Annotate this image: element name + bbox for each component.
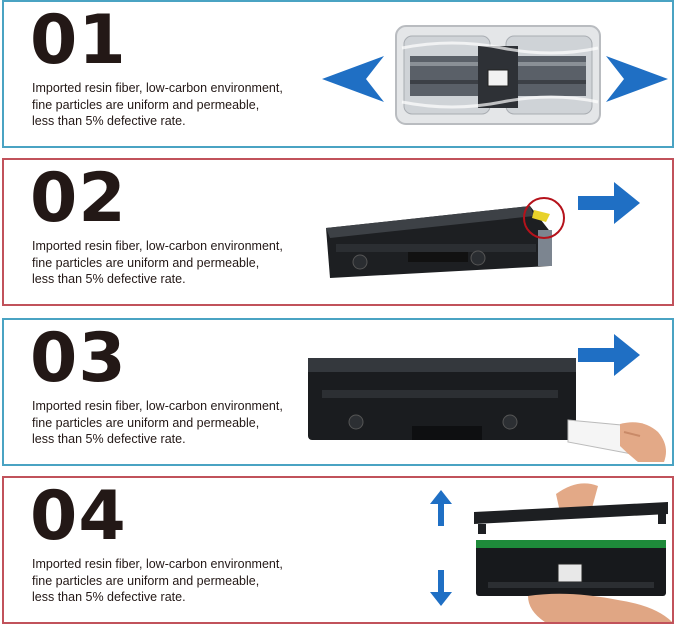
description-line: less than 5% defective rate.	[32, 272, 186, 286]
step-panel-01: 01 Imported resin fiber, low-carbon envi…	[2, 0, 674, 148]
description-line: less than 5% defective rate.	[32, 432, 186, 446]
description-line: fine particles are uniform and permeable…	[32, 415, 260, 430]
arrow-left-icon	[322, 56, 384, 102]
step-description: Imported resin fiber, low-carbon environ…	[32, 398, 332, 448]
description-line: Imported resin fiber, low-carbon environ…	[32, 239, 283, 253]
step-description: Imported resin fiber, low-carbon environ…	[32, 556, 332, 606]
step-number: 01	[30, 1, 127, 80]
arrow-down-icon	[430, 570, 452, 606]
description-line: fine particles are uniform and permeable…	[32, 97, 260, 112]
description-line: Imported resin fiber, low-carbon environ…	[32, 557, 283, 571]
step-panel-03: 03 Imported resin fiber, low-carbon envi…	[2, 318, 674, 466]
step-panel-04: 04 Imported resin fiber, low-carbon envi…	[2, 476, 674, 624]
description-line: less than 5% defective rate.	[32, 114, 186, 128]
step-description: Imported resin fiber, low-carbon environ…	[32, 238, 332, 288]
cartridge-packaging-image	[395, 25, 601, 125]
toner-cartridge-image	[326, 197, 565, 278]
description-line: Imported resin fiber, low-carbon environ…	[32, 81, 283, 95]
arrow-up-icon	[430, 490, 452, 526]
cartridge-cover-removal-image	[474, 483, 672, 622]
toner-cartridge-seal-image	[308, 358, 666, 462]
description-line: Imported resin fiber, low-carbon environ…	[32, 399, 283, 413]
description-line: fine particles are uniform and permeable…	[32, 573, 260, 588]
description-line: fine particles are uniform and permeable…	[32, 255, 260, 270]
description-line: less than 5% defective rate.	[32, 590, 186, 604]
step-number: 02	[30, 159, 127, 238]
step-panel-02: 02 Imported resin fiber, low-carbon envi…	[2, 158, 674, 306]
step-number: 03	[30, 319, 127, 398]
arrow-right-icon	[578, 334, 640, 376]
arrow-right-icon	[578, 182, 640, 224]
step-number: 04	[30, 477, 127, 556]
arrow-right-icon	[606, 56, 668, 102]
step-description: Imported resin fiber, low-carbon environ…	[32, 80, 332, 130]
